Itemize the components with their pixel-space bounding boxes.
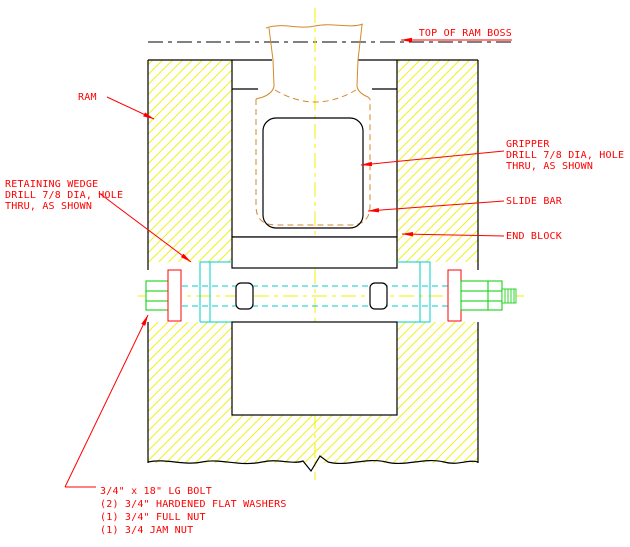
slide-bar-leader (367, 200, 505, 213)
jam-nut-facets (488, 290, 502, 302)
retaining-wedge-label-line2: DRILL 7/8 DIA, HOLE (5, 190, 123, 201)
stem-left-edge (255, 27, 275, 100)
gripper-body (255, 99, 371, 226)
stem-right-edge (356, 24, 371, 100)
bolt-note-line4: (1) 3/4 JAM NUT (100, 525, 193, 536)
end-block-walls (231, 59, 398, 238)
ram-section-hatch (148, 60, 478, 463)
ram-edges (147, 59, 479, 463)
leader-lines (64, 37, 512, 488)
end-block-lower-band (231, 236, 398, 269)
gripper-label-line1: GRIPPER (506, 139, 550, 150)
flat-washer-left (167, 269, 182, 322)
thread-stub-outline (501, 288, 517, 304)
ram-boss-stem (255, 23, 371, 100)
slide-bar-label: SLIDE BAR (506, 196, 563, 207)
gripper-hidden-outline (255, 89, 371, 226)
ram-outline (147, 59, 479, 473)
bolt-note-line1: 3/4" x 18" LG BOLT (100, 486, 212, 497)
top-of-ram-boss-label: TOP OF RAM BOSS (419, 28, 512, 39)
jam-nut-outline (487, 280, 503, 311)
end-block-leader (401, 232, 505, 237)
bolt-note-leader (64, 314, 149, 488)
lower-block (231, 321, 398, 416)
flat-washer-right (447, 269, 462, 322)
annotation-labels: TOP OF RAM BOSS RAM GRIPPER DRILL 7/8 DI… (5, 28, 624, 536)
ram-label: RAM (78, 92, 97, 103)
retainer-section-right (369, 282, 388, 310)
bolt-note-line3: (1) 3/4" FULL NUT (100, 512, 206, 523)
retaining-wedge-leader (98, 192, 192, 263)
retaining-wedge (199, 261, 431, 323)
ram-leader (106, 96, 155, 120)
end-block (231, 59, 398, 269)
bolt-head-outline (145, 280, 169, 311)
bolt-note-line2: (2) 3/4" HARDENED FLAT WASHERS (100, 499, 287, 510)
gripper-label-line2: DRILL 7/8 DIA, HOLE (506, 150, 624, 161)
retaining-wedge-label-line1: RETAINING WEDGE (5, 179, 98, 190)
slide-bar-retainer-sections (235, 282, 388, 310)
gripper-leader (360, 150, 505, 167)
end-block-label: END BLOCK (506, 231, 562, 242)
wedge-verticals (199, 262, 431, 322)
break-line-bottom (147, 455, 479, 473)
jam-nut (487, 280, 503, 311)
retaining-wedge-label-line3: THRU, AS SHOWN (5, 201, 92, 212)
bolt-threads (501, 288, 517, 304)
bolt-hidden-lines (182, 285, 448, 307)
retainer-section-left (235, 282, 254, 310)
full-nut-outline (460, 280, 489, 311)
full-nut (460, 280, 489, 311)
stem-break-line (265, 23, 364, 29)
slide-bar-hole (262, 117, 364, 229)
bolt-head-facets (146, 290, 168, 302)
bolt-head (145, 280, 169, 311)
gripper-bore-arc (274, 89, 357, 103)
thread-ticks (504, 289, 515, 303)
full-nut-facets (461, 290, 488, 302)
gripper-label-line3: THRU, AS SHOWN (506, 161, 593, 172)
